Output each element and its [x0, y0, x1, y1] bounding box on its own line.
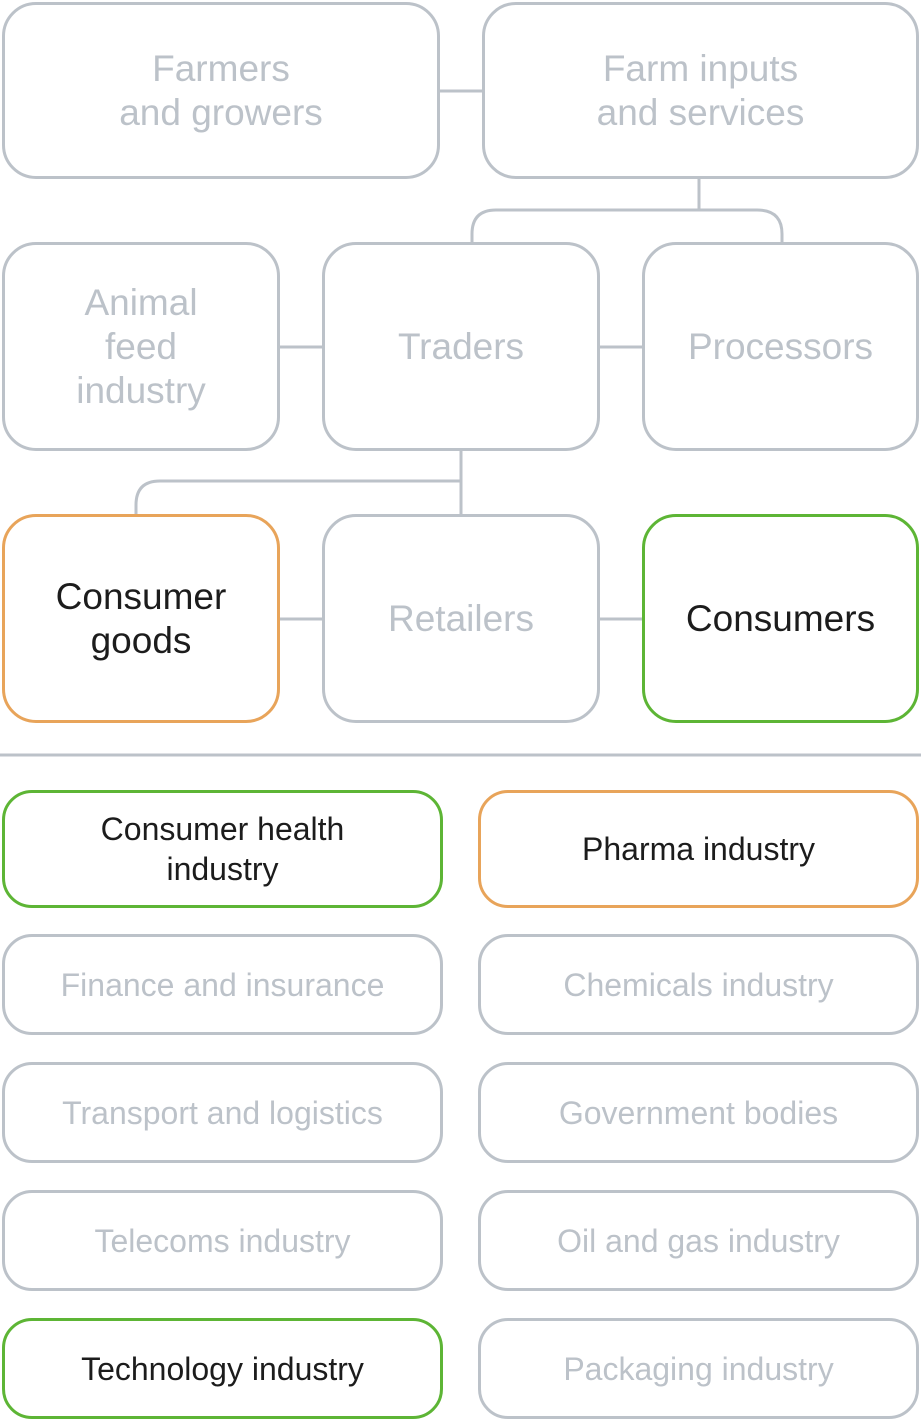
- node-label: Consumers: [685, 597, 876, 639]
- industry-label: Transport and logistics: [62, 1094, 383, 1131]
- industry-telecoms: Telecoms industry: [2, 1190, 443, 1291]
- industry-label: Pharma industry: [582, 831, 815, 867]
- node-processors: Processors: [642, 242, 919, 451]
- node-farm-inputs: Farm inputs and services: [482, 2, 919, 179]
- node-label: Retailers: [388, 597, 534, 639]
- industry-label: Telecoms industry: [94, 1222, 351, 1259]
- node-consumers: Consumers: [642, 514, 919, 723]
- industry-label: Finance and insurance: [60, 966, 385, 1003]
- industry-oil-gas: Oil and gas industry: [478, 1190, 919, 1291]
- industry-consumer-health: Consumer health industry: [2, 790, 443, 908]
- node-label: Processors: [687, 325, 874, 367]
- node-retailers: Retailers: [322, 514, 600, 723]
- industry-technology: Technology industry: [2, 1318, 443, 1419]
- industry-label: Packaging industry: [563, 1350, 834, 1387]
- node-label: Farmers and growers: [119, 47, 323, 133]
- industry-packaging: Packaging industry: [478, 1318, 919, 1419]
- industry-label: Consumer health industry: [100, 811, 345, 887]
- industry-transport: Transport and logistics: [2, 1062, 443, 1163]
- industry-label: Government bodies: [558, 1094, 839, 1131]
- node-label: Animal feed industry: [76, 281, 206, 411]
- node-farmers: Farmers and growers: [2, 2, 440, 179]
- node-label: Consumer goods: [55, 575, 227, 661]
- node-animal-feed: Animal feed industry: [2, 242, 280, 451]
- node-label: Traders: [397, 325, 525, 367]
- connector-branch-traders-processors: [470, 208, 784, 243]
- node-consumer-goods: Consumer goods: [2, 514, 280, 723]
- industry-pharma: Pharma industry: [478, 790, 919, 908]
- connector-branch-consumer-goods: [134, 479, 461, 515]
- node-traders: Traders: [322, 242, 600, 451]
- industry-chemicals: Chemicals industry: [478, 934, 919, 1035]
- node-label: Farm inputs and services: [596, 47, 805, 133]
- industry-label: Oil and gas industry: [557, 1222, 840, 1259]
- industry-label: Technology industry: [81, 1350, 364, 1387]
- industry-finance: Finance and insurance: [2, 934, 443, 1035]
- industry-government: Government bodies: [478, 1062, 919, 1163]
- industry-label: Chemicals industry: [563, 966, 834, 1003]
